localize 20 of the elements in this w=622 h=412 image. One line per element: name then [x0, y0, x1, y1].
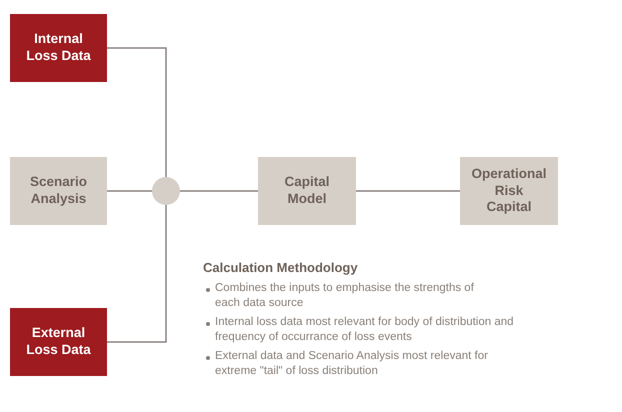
junction-circle: [152, 177, 180, 205]
connector-line: [107, 47, 167, 177]
process-box: [258, 157, 356, 225]
bullet-text: External data and Scenario Analysis most relevant for extreme "tail" of loss distribution: [215, 348, 489, 379]
node-label: Capital Model: [283, 174, 330, 208]
input-box: [10, 157, 107, 225]
node-label: External Loss Data: [25, 325, 92, 359]
connector-line: [356, 190, 460, 192]
node-label: Scenario Analysis: [28, 174, 88, 208]
section-heading: Calculation Methodology: [203, 260, 359, 277]
connector-line: [107, 190, 152, 192]
connector-line: [107, 205, 167, 343]
bullet-text: Combines the inputs to emphasise the strengths of each data source: [215, 280, 475, 311]
output-box: [460, 157, 558, 225]
node-label: Operational Risk Capital: [471, 166, 546, 216]
input-box: [10, 308, 107, 376]
node-label: Internal Loss Data: [25, 31, 92, 65]
connector-line: [180, 190, 258, 192]
bullet-text: Internal loss data most relevant for body of distribution and frequency of occurrance of loss events: [215, 314, 515, 345]
input-box: [10, 14, 107, 82]
